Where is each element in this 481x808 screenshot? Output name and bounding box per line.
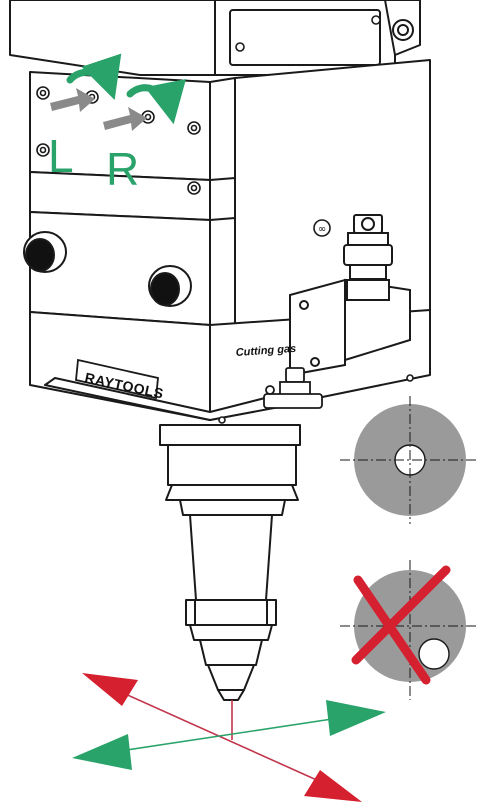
adjust-knobs bbox=[23, 231, 192, 307]
gas-fitting bbox=[289, 214, 411, 377]
movement-axes bbox=[72, 673, 386, 802]
red-arrowhead-right bbox=[304, 770, 362, 802]
x-mark-icon bbox=[351, 565, 451, 685]
rotate-arrows bbox=[66, 53, 186, 125]
port-label: ∞ bbox=[318, 224, 326, 235]
straight-arrow-icon bbox=[103, 107, 147, 131]
right-label: R bbox=[106, 143, 139, 195]
cutting-gas-label: Cutting gas bbox=[235, 343, 296, 359]
head-body bbox=[9, 0, 431, 421]
lower-fitting bbox=[263, 367, 323, 409]
green-arrowhead-right bbox=[326, 700, 386, 736]
port-symbol: ∞ bbox=[313, 219, 331, 237]
left-label: L bbox=[48, 130, 74, 182]
red-arrowhead-left bbox=[82, 673, 138, 706]
correct-alignment-disc bbox=[340, 396, 476, 524]
green-arrowhead-left bbox=[72, 734, 132, 770]
nozzle-assembly bbox=[159, 424, 301, 701]
curved-arrow-icon bbox=[66, 53, 122, 100]
curved-arrow-icon bbox=[126, 78, 186, 125]
wrong-alignment-disc bbox=[340, 560, 476, 700]
